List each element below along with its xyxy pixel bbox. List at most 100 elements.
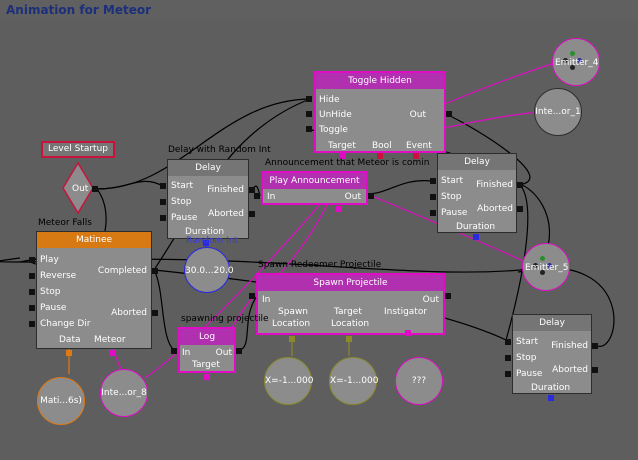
pin-level-startup-out[interactable]	[92, 186, 98, 192]
pin-aborted[interactable]	[517, 206, 523, 212]
pin-finished[interactable]	[517, 182, 523, 188]
var-spawn[interactable]: Spawn	[278, 307, 309, 317]
output-aborted[interactable]: Aborted	[208, 209, 244, 219]
pin-hide[interactable]	[306, 96, 312, 102]
instigator-variable[interactable]: ???	[395, 357, 443, 405]
pin-duration[interactable]	[548, 395, 554, 401]
pin-stop[interactable]	[430, 194, 436, 200]
output-out[interactable]: Out	[215, 348, 232, 358]
pin-in[interactable]	[254, 193, 260, 199]
var-duration[interactable]: Duration	[456, 222, 496, 232]
input-stop[interactable]: Stop	[40, 287, 61, 297]
pin-pause[interactable]	[430, 210, 436, 216]
delay-node-2[interactable]: Delay Start Stop Pause Finished Aborted …	[437, 153, 517, 233]
pin-aborted[interactable]	[249, 211, 255, 217]
output-aborted[interactable]: Aborted	[552, 365, 588, 375]
pin-pause[interactable]	[505, 371, 511, 377]
pin-target-location[interactable]	[346, 336, 352, 342]
input-in[interactable]: In	[267, 192, 276, 202]
pin-out[interactable]	[368, 193, 374, 199]
pin-instigator[interactable]	[405, 330, 411, 336]
var-data[interactable]: Data	[59, 335, 81, 345]
var-target[interactable]: Target	[328, 141, 356, 151]
pin-start[interactable]	[505, 339, 511, 345]
var-target-location[interactable]: Location	[331, 319, 370, 329]
pin-change-dir[interactable]	[29, 321, 35, 327]
spawn-location-variable[interactable]: X=-1...000	[264, 357, 313, 405]
pin-stop[interactable]	[29, 289, 35, 295]
pin-duration[interactable]	[473, 234, 479, 240]
pin-stop[interactable]	[505, 355, 511, 361]
delay-random-node[interactable]: Delay Start Stop Pause Finished Aborted …	[167, 159, 249, 239]
pin-target-var[interactable]	[340, 153, 346, 159]
toggle-hidden-node[interactable]: Toggle Hidden Hide UnHide Toggle Out Tar…	[314, 71, 446, 153]
output-finished[interactable]: Finished	[551, 341, 588, 351]
var-instigator[interactable]: Instigator	[384, 307, 428, 317]
input-in[interactable]: In	[182, 348, 191, 358]
input-start[interactable]: Start	[171, 181, 193, 191]
var-spawn-location[interactable]: Location	[272, 319, 311, 329]
pin-finished[interactable]	[249, 187, 255, 193]
pin-in[interactable]	[249, 293, 255, 299]
input-start[interactable]: Start	[441, 176, 463, 186]
pin-aborted[interactable]	[592, 367, 598, 373]
var-target[interactable]: Target	[192, 360, 220, 370]
input-pause[interactable]: Pause	[516, 369, 543, 379]
output-finished[interactable]: Finished	[476, 180, 513, 190]
input-hide[interactable]: Hide	[319, 95, 340, 105]
input-stop[interactable]: Stop	[441, 192, 462, 202]
pin-pause[interactable]	[29, 305, 35, 311]
matinee-node[interactable]: Matinee Play Reverse Stop Pause Change D…	[36, 231, 152, 349]
input-start[interactable]: Start	[516, 337, 538, 347]
pin-meteor[interactable]	[109, 350, 115, 356]
pin-sound[interactable]	[336, 206, 342, 212]
var-bool[interactable]: Bool	[372, 141, 392, 151]
pin-out[interactable]	[236, 348, 242, 354]
input-stop[interactable]: Stop	[171, 197, 192, 207]
pin-stop[interactable]	[160, 199, 166, 205]
pin-play[interactable]	[29, 257, 35, 263]
output-finished[interactable]: Finished	[207, 185, 244, 195]
var-meteor[interactable]: Meteor	[94, 335, 126, 345]
random-int-variable[interactable]: 30.0...20.0	[184, 247, 234, 293]
emitter-5-variable[interactable]: Emitter_5	[522, 243, 570, 291]
delay-node-3[interactable]: Delay Start Stop Pause Finished Aborted …	[512, 314, 592, 394]
pin-aborted[interactable]	[152, 310, 158, 316]
pin-start[interactable]	[430, 178, 436, 184]
level-startup-node[interactable]: Level Startup	[41, 141, 115, 158]
spawn-projectile-node[interactable]: Spawn Projectile In Out Spawn Location T…	[256, 273, 445, 335]
input-in[interactable]: In	[262, 295, 271, 305]
pin-out[interactable]	[445, 293, 451, 299]
matinee-data-variable[interactable]: Mati...6s)	[37, 377, 85, 425]
target-location-variable[interactable]: X=-1...000	[329, 357, 378, 405]
var-event[interactable]: Event	[406, 141, 432, 151]
pin-pause[interactable]	[160, 215, 166, 221]
input-unhide[interactable]: UnHide	[319, 110, 352, 120]
interp-actor-1-variable[interactable]: Inte...or_1	[534, 88, 582, 136]
output-out[interactable]: Out	[344, 192, 361, 202]
pin-reverse[interactable]	[29, 273, 35, 279]
pin-spawn-location[interactable]	[289, 336, 295, 342]
input-toggle[interactable]: Toggle	[319, 125, 348, 135]
pin-bool-var[interactable]	[377, 153, 383, 159]
interp-actor-8-variable[interactable]: Inte...or_8	[100, 369, 148, 417]
input-change-dir[interactable]: Change Dir	[40, 319, 91, 329]
pin-start[interactable]	[160, 183, 166, 189]
pin-toggle[interactable]	[306, 126, 312, 132]
output-completed[interactable]: Completed	[97, 266, 147, 276]
input-pause[interactable]: Pause	[40, 303, 67, 313]
pin-finished[interactable]	[592, 343, 598, 349]
var-duration[interactable]: Duration	[531, 383, 571, 393]
output-aborted[interactable]: Aborted	[111, 308, 147, 318]
pin-in[interactable]	[171, 348, 177, 354]
pin-unhide[interactable]	[306, 111, 312, 117]
output-out[interactable]: Out	[422, 295, 439, 305]
input-stop[interactable]: Stop	[516, 353, 537, 363]
pin-out[interactable]	[446, 111, 452, 117]
play-announcement-node[interactable]: Play Announcement In Out	[261, 171, 368, 205]
input-pause[interactable]: Pause	[171, 213, 198, 223]
pin-data[interactable]	[66, 350, 72, 356]
log-node[interactable]: Log In Out Target	[178, 327, 236, 373]
input-pause[interactable]: Pause	[441, 208, 468, 218]
pin-target[interactable]	[204, 374, 210, 380]
